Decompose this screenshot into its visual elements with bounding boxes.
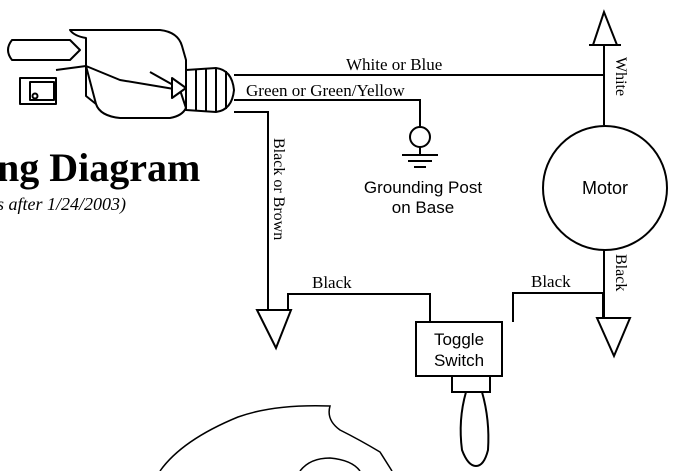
label-motor: Motor (582, 178, 628, 198)
label-black-motor: Black (612, 254, 629, 291)
wire-connector-right-icon (595, 317, 632, 359)
wires (234, 43, 605, 322)
motor-icon (542, 125, 668, 251)
black-or-brown-wire (234, 111, 269, 310)
wire-connector-top-icon (589, 9, 621, 46)
label-toggle: Toggle (434, 330, 484, 349)
label-grounding-post: Grounding Post (364, 178, 482, 197)
green-wire (234, 99, 421, 127)
label-switch: Switch (434, 351, 484, 370)
label-white-or-blue: White or Blue (346, 55, 442, 74)
diagram-subtitle: s after 1/24/2003) (0, 194, 126, 215)
grounding-post-icon (402, 126, 438, 168)
label-green-or-green-yellow: Green or Green/Yellow (246, 81, 406, 100)
label-black-right: Black (531, 272, 571, 291)
black-wire-right (512, 292, 604, 322)
power-plug-icon (7, 29, 235, 119)
toggle-switch-icon (415, 321, 503, 468)
label-grounding-post-base: on Base (392, 198, 454, 217)
label-white: White (612, 57, 629, 96)
label-black-left: Black (312, 273, 352, 292)
wire-connector-left-icon (255, 309, 293, 351)
label-black-or-brown: Black or Brown (270, 138, 287, 240)
black-wire-left (287, 293, 431, 322)
base-outline (159, 405, 393, 471)
diagram-title: ng Diagram (0, 145, 200, 190)
